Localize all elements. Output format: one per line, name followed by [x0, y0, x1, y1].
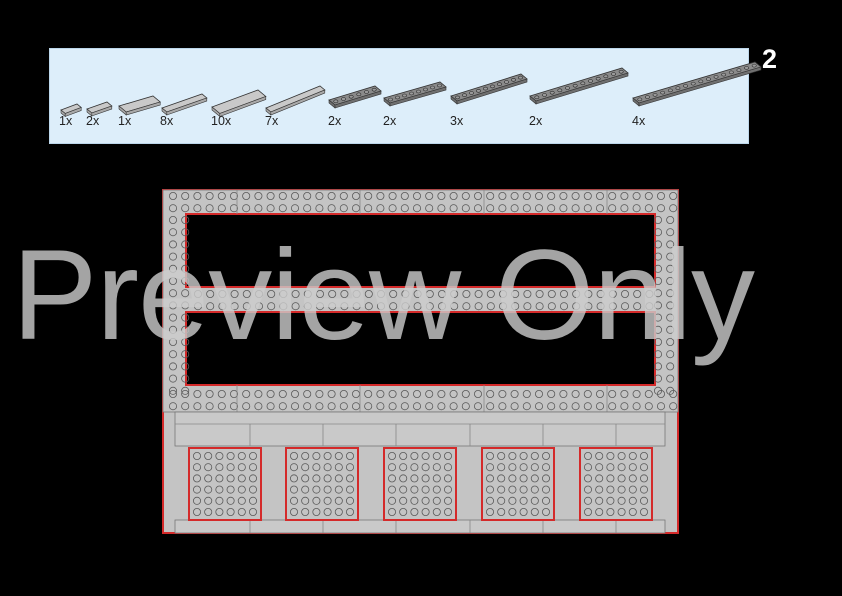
new-plate-panel — [383, 447, 457, 521]
plate-1x12-icon — [529, 67, 629, 105]
plate-1x10-icon — [450, 73, 528, 105]
part-qty: 1x — [118, 114, 132, 128]
step-number: 2 — [762, 44, 778, 74]
new-plate-panel — [188, 447, 262, 521]
plate-1x6-icon — [328, 85, 382, 109]
tile-1x2-icon — [60, 103, 82, 118]
part-qty: 4x — [632, 114, 646, 128]
part-qty: 2x — [529, 114, 543, 128]
new-plate-panel — [579, 447, 653, 521]
part-qty: 7x — [265, 114, 279, 128]
plate-1x8-icon — [383, 81, 447, 107]
plate-corner-icon — [86, 101, 113, 117]
tile-2x6-icon — [211, 89, 267, 118]
part-qty: 2x — [383, 114, 397, 128]
tile-1x6-icon — [161, 93, 208, 116]
part-qty: 1x — [59, 114, 73, 128]
plate-1x16-icon — [632, 61, 762, 107]
tile-1x8-icon — [265, 85, 326, 116]
new-plate-panel — [481, 447, 555, 521]
new-plate-panel — [285, 447, 359, 521]
part-qty: 10x — [211, 114, 232, 128]
part-qty: 8x — [160, 114, 174, 128]
frame-plates — [162, 189, 679, 413]
tile-2x4-icon — [118, 95, 162, 116]
tile-rows — [174, 411, 666, 534]
part-qty: 2x — [86, 114, 100, 128]
part-qty: 3x — [450, 114, 464, 128]
part-qty: 2x — [328, 114, 342, 128]
